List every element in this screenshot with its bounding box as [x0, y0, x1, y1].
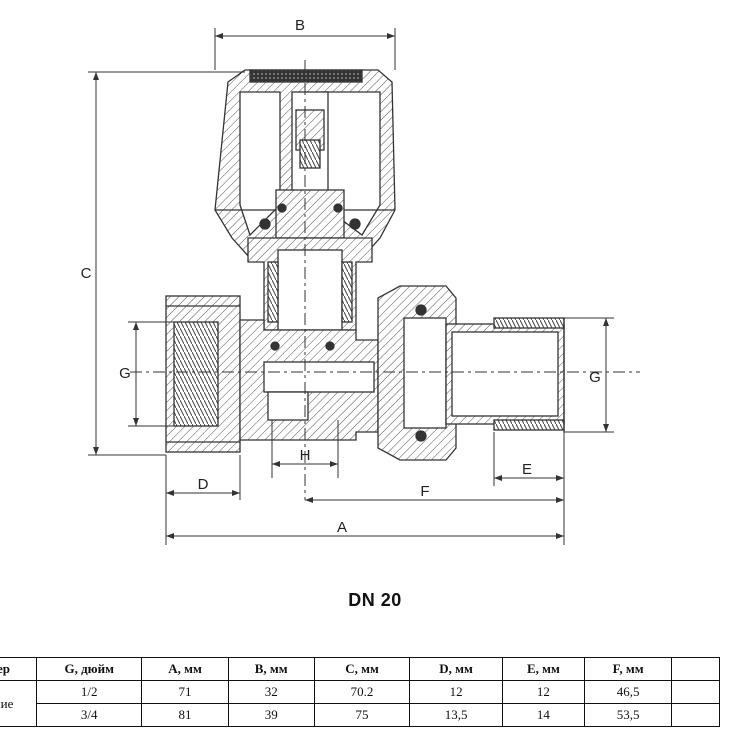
right-tailpiece [445, 317, 565, 432]
table-cell: 71 [141, 680, 229, 704]
table-cell: 12 [501, 680, 586, 704]
table-header-cell: C, мм [313, 657, 411, 681]
table-cell: 1/2 [36, 680, 143, 704]
table-row-label: ние [0, 680, 38, 727]
table-header-cell: ер [0, 657, 38, 681]
table-cell: 13,5 [409, 703, 503, 727]
table-cell: 46,5 [584, 680, 673, 704]
table-cell: 3/4 [36, 703, 143, 727]
valve-bonnet [247, 237, 373, 331]
table-header-cell: A, мм [141, 657, 229, 681]
valve-body [165, 69, 565, 461]
center-lines [130, 60, 640, 500]
dim-label-a: A [337, 519, 347, 536]
dimension-arrows [93, 33, 609, 539]
dim-label-e: E [522, 461, 532, 478]
table-cell [671, 703, 720, 727]
table-header-cell [671, 657, 720, 681]
table-header-row: ер G, дюйм A, мм B, мм C, мм D, мм E, мм… [0, 657, 720, 681]
dim-label-b: B [295, 17, 305, 34]
dim-label-g-left: G [119, 365, 131, 382]
table-header-cell: G, дюйм [36, 657, 143, 681]
table-cell: 14 [501, 703, 586, 727]
dim-label-g-right: G [589, 369, 601, 386]
table-row: ние 1/2 71 32 70.2 12 12 46,5 [0, 680, 720, 727]
dimensions-table: ер G, дюйм A, мм B, мм C, мм D, мм E, мм… [0, 657, 720, 727]
table-cell: 75 [313, 703, 411, 727]
table-header-cell: B, мм [227, 657, 315, 681]
table-cell: 53,5 [584, 703, 673, 727]
valve-technical-drawing: B C G G H D E F A [81, 17, 640, 545]
central-body [239, 319, 379, 441]
table-cell: 12 [409, 680, 503, 704]
table-header-cell: F, мм [584, 657, 673, 681]
table-cell: 70.2 [313, 680, 411, 704]
table-cell: 32 [227, 680, 315, 704]
table-header-cell: E, мм [501, 657, 586, 681]
drawing-caption: DN 20 [348, 590, 402, 610]
dimension-lines [88, 28, 614, 545]
table-cell: 81 [141, 703, 229, 727]
dim-label-h: H [300, 447, 311, 464]
dimension-labels: B C G G H D E F A [81, 17, 601, 536]
union-nut [377, 285, 457, 461]
dim-label-c: C [81, 265, 92, 282]
dim-label-f: F [420, 483, 429, 500]
table-cell: 39 [227, 703, 315, 727]
table-cell [671, 680, 720, 704]
dim-label-d: D [198, 476, 209, 493]
table-row: 3/4 81 39 75 13,5 14 53,5 [0, 703, 720, 727]
table-header-cell: D, мм [409, 657, 503, 681]
left-inlet [165, 295, 241, 453]
